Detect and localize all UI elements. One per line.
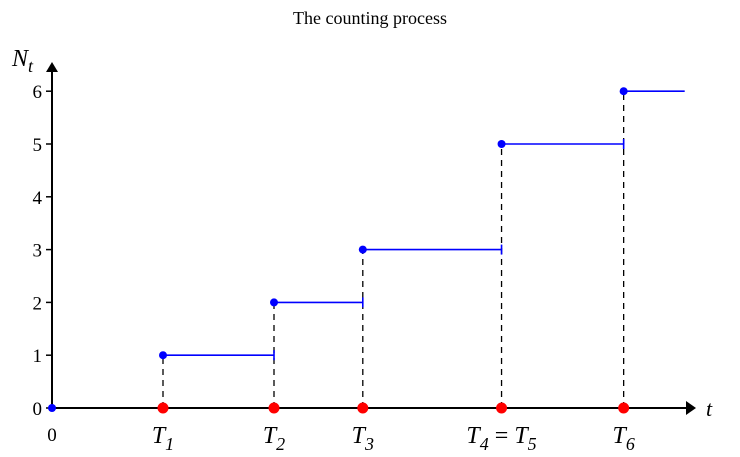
level-point-4	[497, 140, 506, 148]
y-tick-label-6: 6	[33, 82, 43, 103]
step-lines-layer	[52, 90, 685, 409]
arrival-label-4: T4 = T5	[466, 423, 536, 454]
arrival-label-5: T6	[612, 423, 634, 454]
arrival-label-1: T1	[152, 423, 174, 454]
level-point-2	[270, 298, 278, 307]
y-tick-label-1: 1	[33, 346, 43, 367]
arrival-label-3: T3	[352, 423, 374, 454]
chart-title: The counting process	[293, 8, 447, 28]
arrival-marker-2	[268, 402, 280, 414]
y-tick-label-0: 0	[33, 399, 43, 420]
axes-layer	[46, 62, 696, 415]
arrival-marker-3	[357, 402, 369, 414]
x-axis-arrow	[686, 401, 696, 415]
level-point-1	[159, 351, 167, 360]
y-tick-label-4: 4	[33, 188, 43, 209]
y-tick-label-2: 2	[33, 293, 43, 314]
y-tick-label-3: 3	[33, 241, 43, 262]
y-tick-label-5: 5	[33, 135, 43, 156]
arrival-label-2: T2	[263, 423, 285, 454]
y-axis-label: Nt	[11, 46, 34, 76]
arrival-marker-4	[496, 402, 508, 414]
arrival-marker-5	[618, 402, 630, 414]
x-axis-label: t	[706, 396, 713, 421]
x-origin-label: 0	[47, 425, 57, 446]
level-point-3	[358, 245, 367, 254]
markers-layer	[48, 87, 630, 414]
level-point-5	[619, 87, 628, 96]
level-point-0	[48, 404, 56, 412]
arrival-marker-1	[157, 402, 169, 414]
y-axis-arrow	[46, 62, 58, 72]
labels-layer: 0 1 2 3 4 5 6 0 Nt tT1 T2 T3 T4 = T5 T6	[11, 46, 713, 454]
